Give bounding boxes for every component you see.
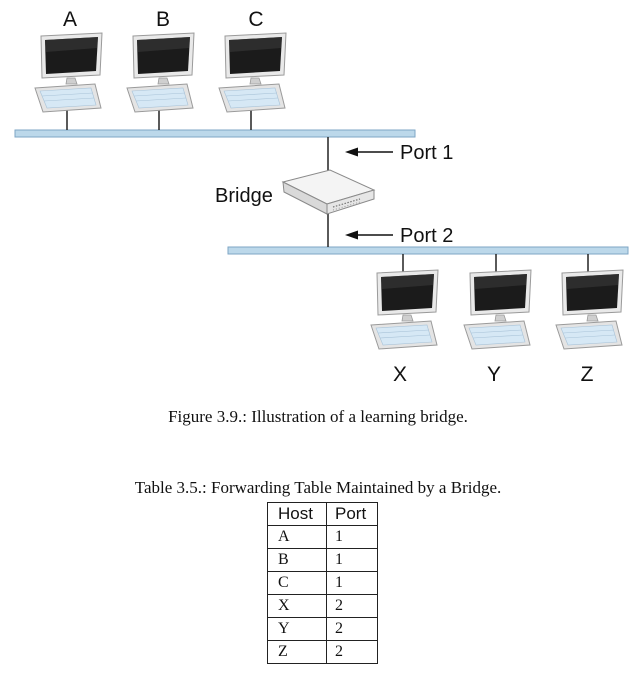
learning-bridge-diagram: A B C X Y Z Bridge Port 1 Port 2 <box>14 8 629 386</box>
port-cell: 1 <box>326 525 378 549</box>
table-header-row: Host Port <box>267 502 378 526</box>
port2-arrow <box>345 230 393 240</box>
table-row: X 2 <box>267 594 378 618</box>
table-row: Z 2 <box>267 640 378 664</box>
host-label-x: X <box>393 363 407 386</box>
port-cell: 2 <box>326 594 378 618</box>
forwarding-table: Host Port A 1 B 1 C 1 X 2 Y 2 Z 2 <box>267 502 378 664</box>
host-label-c: C <box>248 8 263 31</box>
port-cell: 2 <box>326 640 378 664</box>
computer-icon <box>463 269 532 350</box>
host-label-y: Y <box>487 363 501 386</box>
bridge-label: Bridge <box>215 185 273 207</box>
computer-icon <box>218 32 287 113</box>
table-row: A 1 <box>267 525 378 549</box>
table-row: Y 2 <box>267 617 378 641</box>
figure-caption: Figure 3.9.: Illustration of a learning … <box>168 407 468 426</box>
computer-icon <box>34 32 103 113</box>
host-label-b: B <box>156 8 170 31</box>
computer-icon <box>126 32 195 113</box>
port-cell: 1 <box>326 548 378 572</box>
host-label-z: Z <box>581 363 594 386</box>
host-cell: Y <box>267 617 327 641</box>
host-cell: C <box>267 571 327 595</box>
port1-label: Port 1 <box>400 142 453 164</box>
bottom-lan-bus <box>227 246 629 255</box>
port-cell: 2 <box>326 617 378 641</box>
bridge-device-icon <box>281 169 376 215</box>
host-cell: Z <box>267 640 327 664</box>
port-cell: 1 <box>326 571 378 595</box>
computer-icon <box>370 269 439 350</box>
table-caption: Table 3.5.: Forwarding Table Maintained … <box>134 478 502 497</box>
host-cell: A <box>267 525 327 549</box>
port1-arrow <box>345 147 393 157</box>
host-cell: X <box>267 594 327 618</box>
computer-icon <box>555 269 624 350</box>
column-header-host: Host <box>267 502 327 526</box>
port2-label: Port 2 <box>400 225 453 247</box>
table-row: B 1 <box>267 548 378 572</box>
top-lan-bus <box>14 129 416 138</box>
host-label-a: A <box>63 8 77 31</box>
table-row: C 1 <box>267 571 378 595</box>
host-cell: B <box>267 548 327 572</box>
column-header-port: Port <box>326 502 378 526</box>
